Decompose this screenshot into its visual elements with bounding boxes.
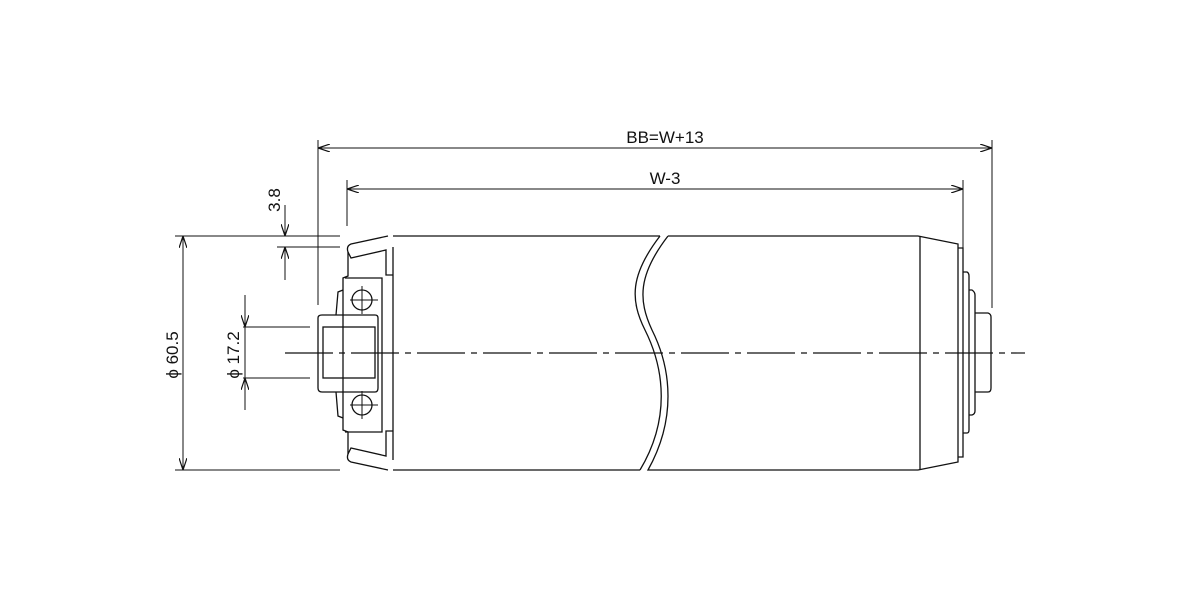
dimension-tube-diameter: ϕ 60.5 [163, 235, 340, 471]
tube-length-label: W-3 [650, 169, 681, 188]
tube-diameter-label: ϕ 60.5 [163, 331, 182, 378]
roller-tube [392, 235, 959, 471]
dimension-shaft-diameter: ϕ 17.2 [224, 295, 310, 410]
dimension-overall-length: BB=W+13 [317, 128, 993, 308]
left-bearing-assembly [317, 235, 393, 471]
dimension-flange-offset: 3.8 [265, 188, 340, 280]
overall-length-label: BB=W+13 [626, 128, 704, 147]
dimension-tube-length: W-3 [346, 169, 964, 250]
shaft-diameter-label: ϕ 17.2 [224, 331, 243, 378]
flange-offset-label: 3.8 [265, 188, 284, 212]
